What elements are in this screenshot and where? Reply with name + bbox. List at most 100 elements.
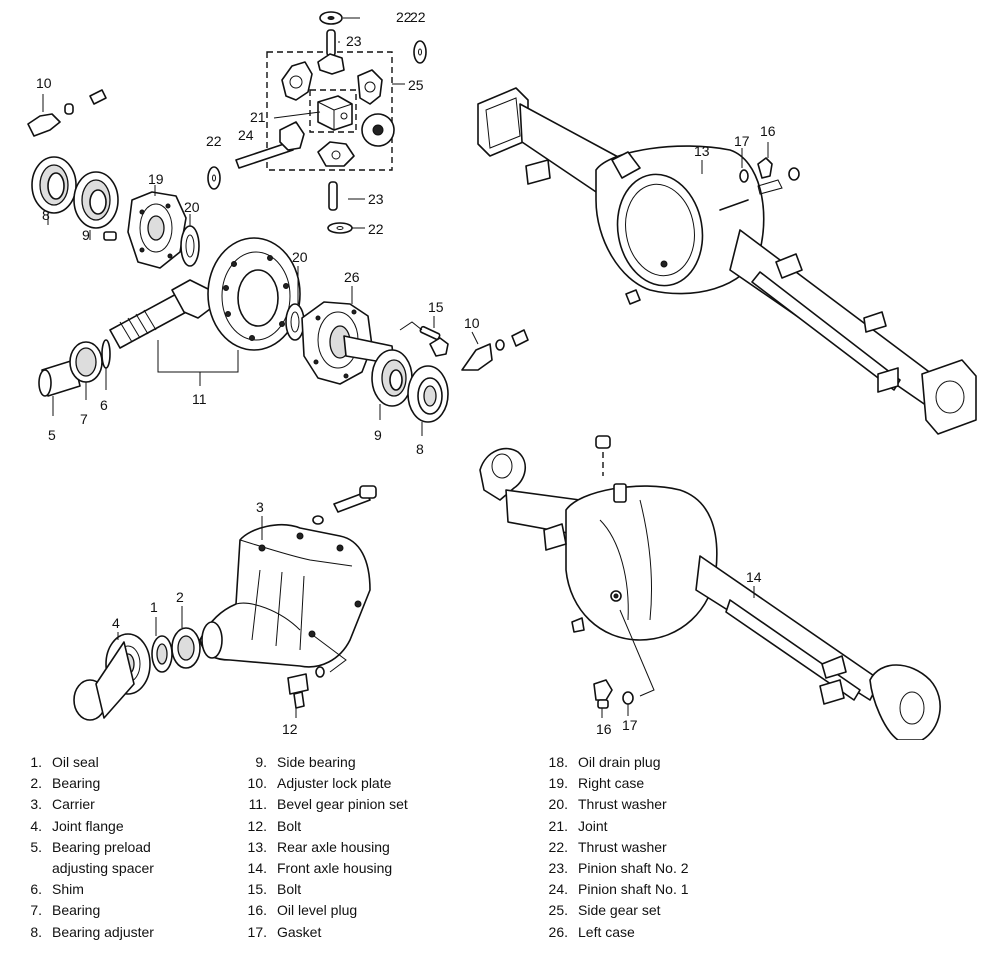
pinion-shaft-1 <box>235 121 305 169</box>
callout-15: 15 <box>428 299 444 315</box>
legend-item: 25.Side gear set <box>548 902 661 919</box>
right-case <box>127 185 187 269</box>
carrier-assembly <box>73 485 377 721</box>
callout-9: 9 <box>82 227 90 243</box>
callout-22: 22 <box>396 9 412 25</box>
callout-8: 8 <box>416 441 424 457</box>
callout-3: 3 <box>256 499 264 515</box>
legend-item: 8.Bearing adjuster <box>30 923 154 940</box>
callout-2: 2 <box>176 589 184 605</box>
legend-item: 3.Carrier <box>30 796 95 813</box>
bearing-adjuster-right <box>407 365 449 436</box>
callout-19: 19 <box>148 171 164 187</box>
bolt-15 <box>399 316 449 357</box>
callout-23: 23 <box>368 191 384 207</box>
side-bearing-right <box>371 349 413 420</box>
legend-item: 6.Shim <box>30 881 84 898</box>
rear-housing-plugs <box>625 142 800 305</box>
bevel-ring-gear <box>207 237 301 351</box>
callout-4: 4 <box>112 615 120 631</box>
legend-item: 21.Joint <box>548 817 608 834</box>
side-gear-set-group <box>207 11 427 234</box>
shim-6 <box>101 339 111 390</box>
callout-10: 10 <box>36 75 52 91</box>
legend-item-continuation: adjusting spacer <box>52 860 154 877</box>
callout-10: 10 <box>464 315 480 331</box>
rear-axle-housing <box>477 87 977 435</box>
callout-17: 17 <box>622 717 638 733</box>
callout-8: 8 <box>42 207 50 223</box>
callout-24: 24 <box>238 127 254 143</box>
exploded-axle-diagram: 22 22 23 25 10 21 22 24 19 20 23 22 8 9 … <box>27 9 977 740</box>
callout-12: 12 <box>282 721 298 737</box>
callout-16: 16 <box>596 721 612 737</box>
joint-flange <box>73 632 151 721</box>
callout-26: 26 <box>344 269 360 285</box>
side-bearing-left <box>73 171 119 241</box>
bearing-7 <box>69 341 103 400</box>
bevel-pinion-shaft <box>109 279 215 349</box>
legend-item: 26.Left case <box>548 923 635 940</box>
callout-1: 1 <box>150 599 158 615</box>
thrust-washer-top-2 <box>413 40 427 64</box>
legend-item: 18.Oil drain plug <box>548 754 661 770</box>
legend-item: 19.Right case <box>548 775 645 792</box>
adjuster-lock-plate-left <box>27 89 107 137</box>
legend-column-2: 9.Side bearing 10.Adjuster lock plate 11… <box>245 752 408 943</box>
legend-item: 11.Bevel gear pinion set <box>248 796 408 813</box>
gasket-17-rear <box>739 169 749 183</box>
callout-21: 21 <box>250 109 266 125</box>
pinion-gear-lower <box>317 141 355 167</box>
legend-item: 17.Gasket <box>247 923 322 940</box>
oil-seal <box>151 617 173 673</box>
legend-item: 12.Bolt <box>247 817 302 834</box>
callout-22: 22 <box>206 133 222 149</box>
front-axle-housing <box>479 435 941 740</box>
side-gear-right <box>361 113 395 147</box>
callout-17: 17 <box>734 133 750 149</box>
legend-item: 22.Thrust washer <box>548 838 667 855</box>
bearing-adjuster-left <box>31 156 77 225</box>
callout-25: 25 <box>408 77 424 93</box>
callout-14: 14 <box>746 569 762 585</box>
callout-5: 5 <box>48 427 56 443</box>
pinion-shaft-2-lower <box>327 181 353 234</box>
bearing-preload-spacer <box>38 359 81 416</box>
bearing-2 <box>171 606 201 669</box>
pinion-gear-right-upper <box>357 69 383 105</box>
callout-9: 9 <box>374 427 382 443</box>
callout-11: 11 <box>192 391 207 407</box>
callout-13: 13 <box>694 143 710 159</box>
differential-joint <box>317 95 353 131</box>
callout-7: 7 <box>80 411 88 427</box>
callout-22: 22 <box>410 9 426 25</box>
legend-item: 9.Side bearing <box>255 754 356 770</box>
legend-column-3: 18.Oil drain plug 19.Right case 20.Thrus… <box>540 752 689 943</box>
legend-item: 7.Bearing <box>30 902 101 919</box>
legend-item: 1.Oil seal <box>30 754 99 770</box>
joint-box <box>309 89 357 133</box>
thrust-washer-top-1 <box>319 11 343 25</box>
callout-22: 22 <box>368 221 384 237</box>
legend-item: 24.Pinion shaft No. 1 <box>548 881 689 898</box>
callout-16: 16 <box>760 123 776 139</box>
legend-item: 16.Oil level plug <box>247 902 358 919</box>
legend-item: 10.Adjuster lock plate <box>247 775 392 792</box>
legend-item: 2.Bearing <box>30 775 101 792</box>
callout-6: 6 <box>100 397 108 413</box>
thrust-washer-left <box>207 166 221 190</box>
adjuster-lock-plate-right <box>461 329 529 371</box>
legend-item: 4.Joint flange <box>30 817 124 834</box>
callout-20: 20 <box>292 249 308 265</box>
pinion-shaft-2-upper <box>317 29 345 75</box>
legend-item: 13.Rear axle housing <box>247 838 390 855</box>
callout-20: 20 <box>184 199 200 215</box>
legend-item: 20.Thrust washer <box>548 796 667 813</box>
legend-item: 15.Bolt <box>247 881 302 898</box>
legend-item: 23.Pinion shaft No. 2 <box>548 860 689 877</box>
callout-numbers: 22 22 23 25 10 21 22 24 19 20 23 22 8 9 … <box>36 9 776 737</box>
legend-item: 5.Bearing preload <box>30 838 151 855</box>
legend-item: 14.Front axle housing <box>247 860 393 877</box>
thrust-washer-20-left <box>180 214 200 267</box>
pinion-side-parts <box>27 89 529 436</box>
